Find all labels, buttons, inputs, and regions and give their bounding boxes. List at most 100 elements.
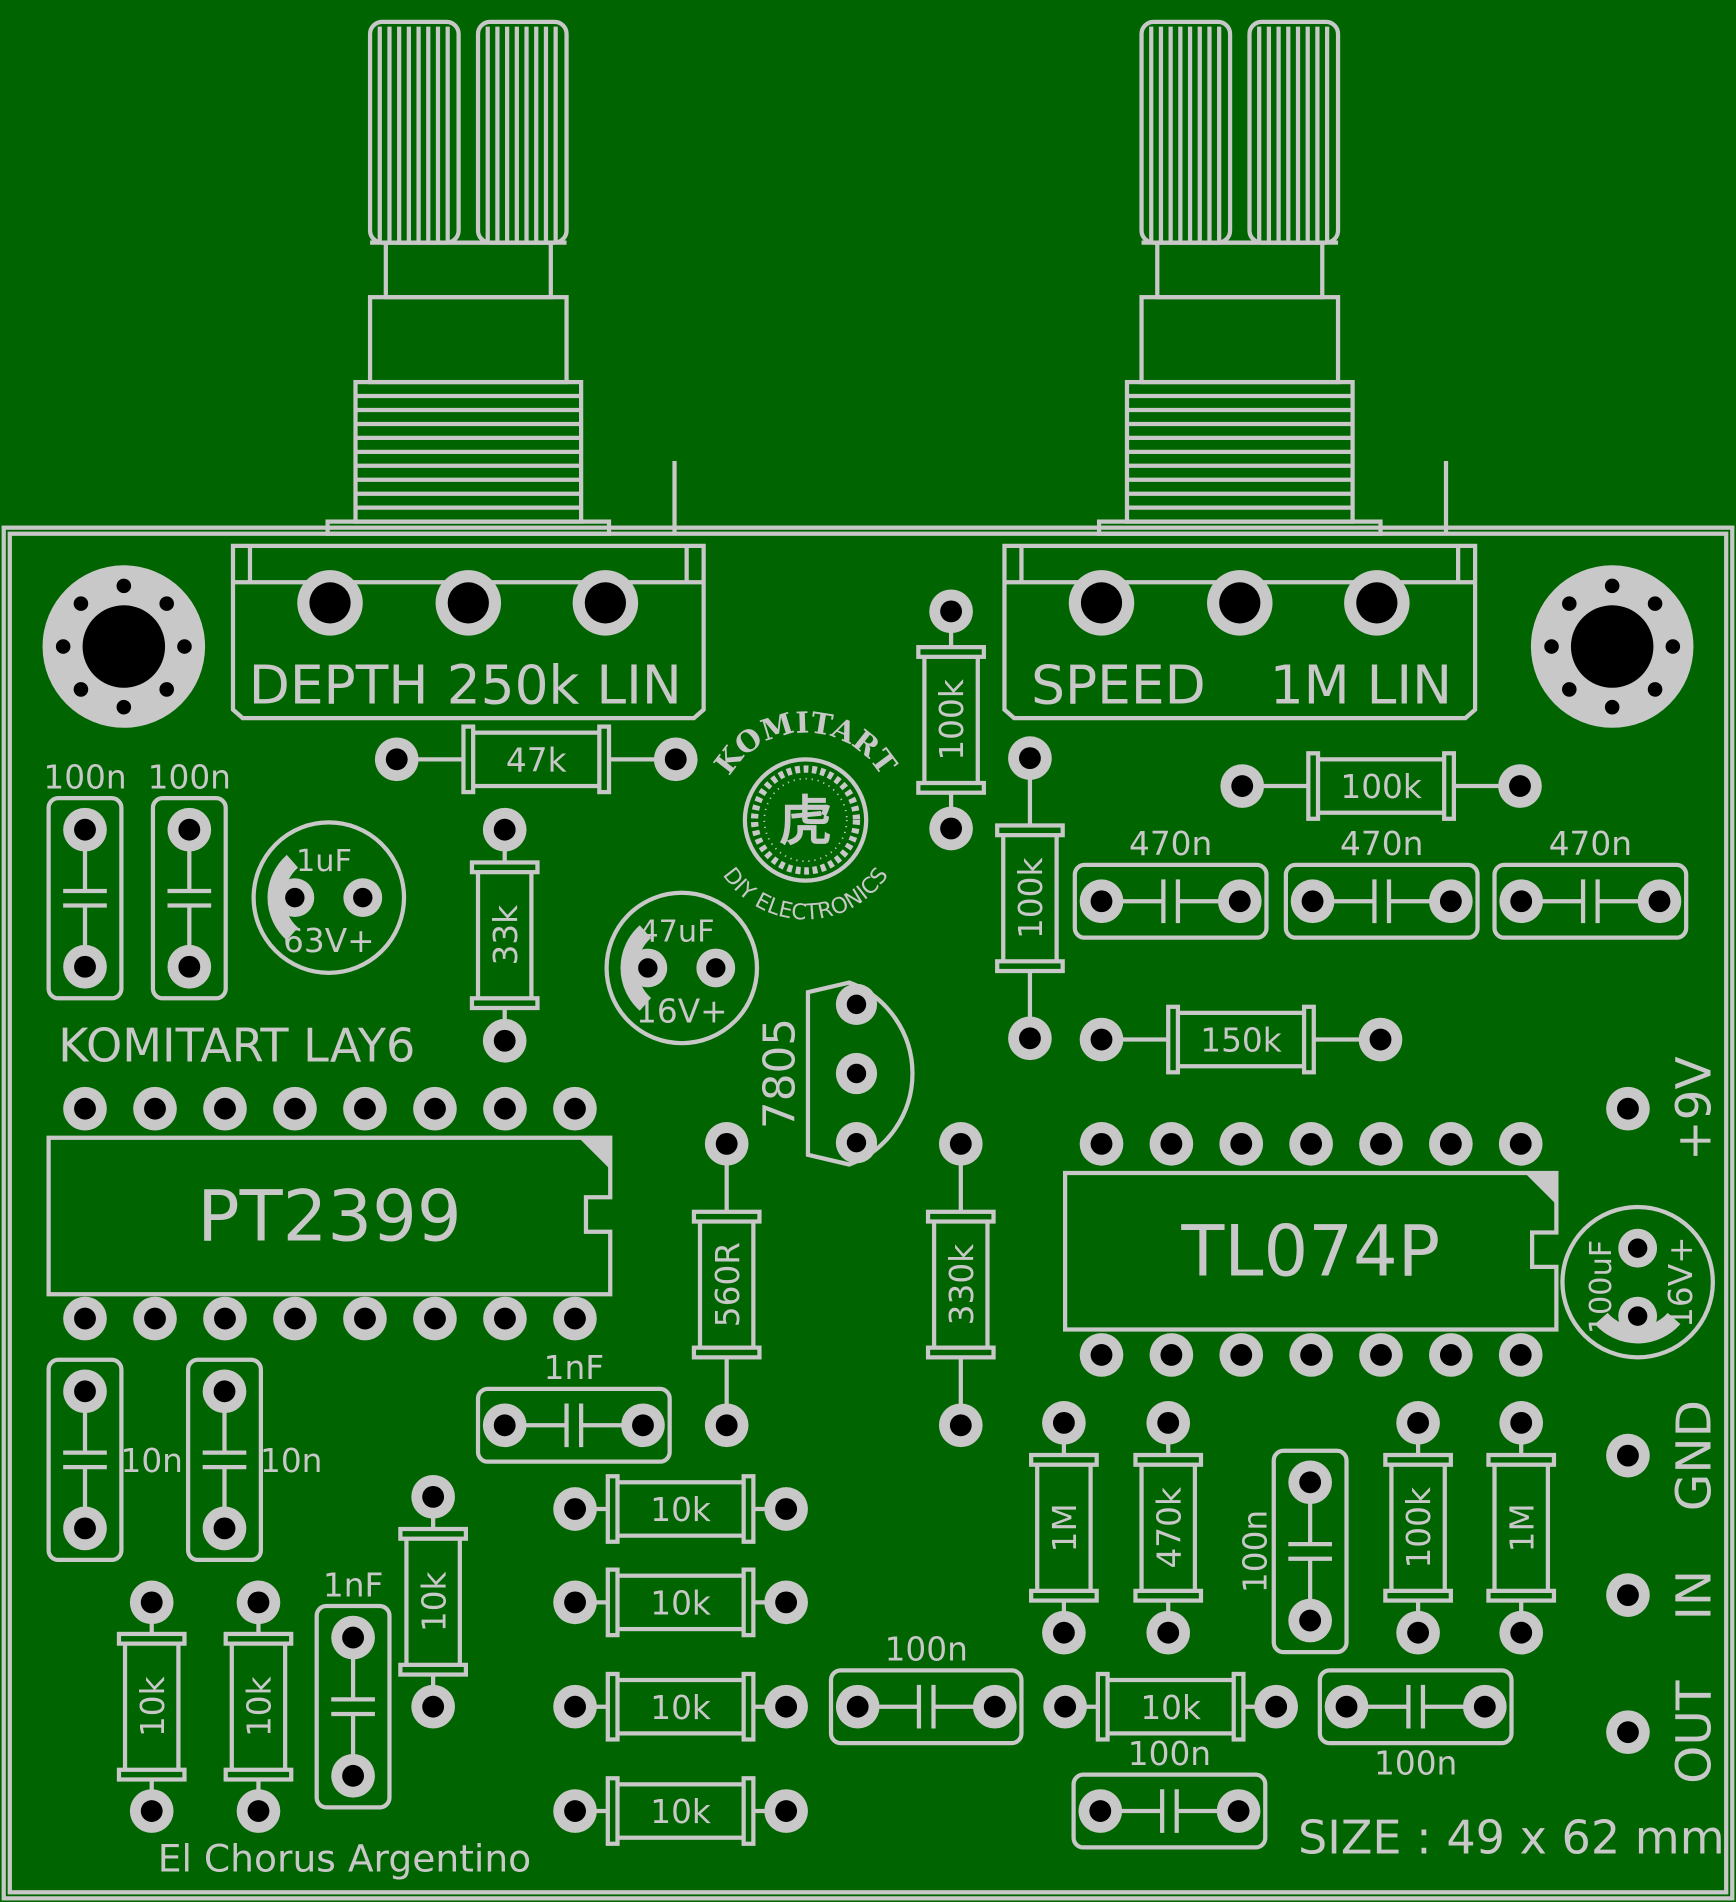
resistor-cap [1133, 1588, 1204, 1603]
drill-hole [1617, 1097, 1639, 1120]
drill-hole [940, 817, 963, 840]
drill-hole [74, 955, 96, 978]
resistor: 47k [374, 724, 698, 795]
pin1-marker [1524, 1172, 1557, 1205]
via-hole [55, 639, 71, 654]
resistor-cap [605, 1567, 620, 1638]
board-size: SIZE : 49 x 62 mm [1298, 1810, 1725, 1864]
ic-pt2399: PT2399 [46, 1086, 613, 1341]
resistor-cap [1306, 751, 1321, 821]
component-label: 1nF [323, 1566, 383, 1604]
resistor-cap [691, 1345, 762, 1360]
component-label: 10k [650, 1585, 711, 1623]
capacitor-value: 47uF [639, 914, 714, 949]
board-title: KOMITART LAY6 [58, 1018, 415, 1072]
drill-hole [1617, 1721, 1639, 1744]
capacitor: 470n [1072, 825, 1269, 940]
via-hole [1562, 596, 1577, 611]
drill-hole [285, 887, 305, 908]
drill-hole [1227, 1800, 1250, 1822]
potentiometer-depth: DEPTH 250k LIN [230, 19, 706, 721]
capacitor-outline [1492, 862, 1689, 940]
voltage-regulator: 7805 [755, 980, 915, 1167]
capacitor-outline [1071, 1772, 1268, 1850]
via-hole [116, 699, 132, 715]
capacitor: 470n [1283, 825, 1480, 940]
drill-hole [1370, 1344, 1392, 1366]
drill-hole [178, 818, 201, 841]
component-label: 1M [1046, 1503, 1084, 1552]
capacitor: 100n [43, 758, 127, 1001]
drill-hole [564, 1498, 586, 1520]
drill-hole [494, 1097, 516, 1120]
drill-hole [1019, 1027, 1041, 1050]
drill-hole [1231, 775, 1254, 797]
drill-hole [1299, 1471, 1322, 1494]
knob-half [1139, 19, 1233, 245]
via-hole [73, 682, 89, 697]
component-label: 10k [415, 1571, 453, 1632]
shaft [1155, 240, 1325, 300]
component-label: 100n [1128, 1735, 1211, 1773]
pot-footprint [1002, 543, 1478, 721]
capacitor-outline [1072, 862, 1269, 940]
component-label: 10n [120, 1442, 182, 1480]
resistor-cap [741, 1474, 756, 1544]
component-label: 10k [650, 1793, 711, 1831]
drill-hole [1230, 1344, 1253, 1366]
drill-hole [983, 1695, 1006, 1718]
drill-hole [493, 1414, 516, 1437]
drill-hole [74, 1380, 96, 1403]
resistor-cap [605, 1671, 620, 1742]
drill-hole [1054, 1695, 1077, 1718]
pot-value: 1M LIN [1270, 654, 1452, 717]
drill-hole [342, 1764, 364, 1787]
knob-half [1247, 19, 1341, 245]
component-label: 10k [134, 1676, 172, 1737]
drill-hole [144, 1097, 166, 1120]
drill-hole [1160, 1132, 1183, 1155]
drill-hole [354, 1097, 376, 1120]
project-name: El Chorus Argentino [158, 1837, 531, 1881]
drill-hole [1356, 582, 1398, 624]
pot-name: DEPTH [249, 654, 429, 717]
via-hole [1604, 578, 1620, 594]
component-label: 470n [1129, 825, 1212, 863]
drill-hole [354, 1307, 376, 1330]
drill-hole [775, 1800, 798, 1822]
resistor-cap [741, 1671, 756, 1742]
drill-hole [213, 1380, 236, 1403]
resistor-cap [469, 860, 540, 875]
pin1-marker [578, 1137, 611, 1170]
drill-hole [846, 1132, 867, 1153]
resistor: 100k [995, 736, 1065, 1061]
drill-hole [1090, 1132, 1113, 1155]
drill-hole [1265, 1695, 1288, 1718]
via-hole [159, 596, 174, 611]
component-label: 470n [1549, 825, 1632, 863]
resistor-body [1001, 825, 1059, 971]
drill-hole [1369, 1028, 1392, 1051]
drill-hole [1335, 1695, 1358, 1718]
resistor-cap [461, 724, 476, 795]
resistor-body [475, 862, 534, 1008]
component-label: 330k [943, 1244, 981, 1326]
drill-hole [1301, 890, 1324, 913]
ic-label: TL074P [1180, 1210, 1440, 1292]
capacitor-outline [150, 796, 228, 1001]
capacitor-voltage: 16V+ [1662, 1236, 1700, 1328]
resistor-cap [1383, 1588, 1453, 1603]
resistor-cap [995, 959, 1065, 974]
drill-hole [422, 1485, 445, 1508]
resistor: 1M [1029, 1401, 1099, 1655]
drill-hole [1627, 1238, 1648, 1258]
pot-value: 250k LIN [447, 654, 682, 717]
drill-hole [564, 1800, 586, 1822]
drill-hole [1019, 747, 1041, 770]
component-label: 10k [1140, 1689, 1201, 1727]
resistor-cap [605, 1776, 620, 1846]
drill-hole [1299, 1609, 1322, 1632]
resistor-cap [916, 780, 986, 795]
